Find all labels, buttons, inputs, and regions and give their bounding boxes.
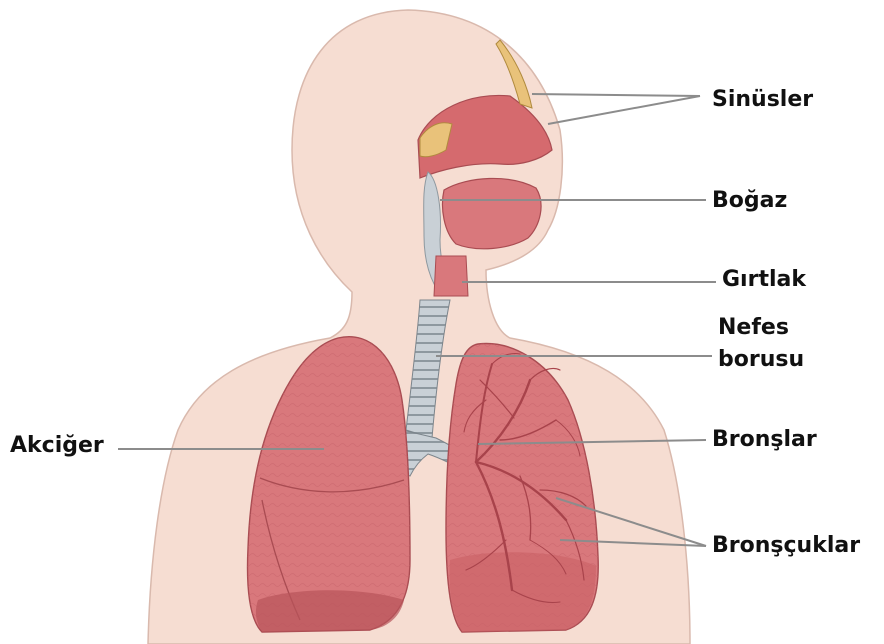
leader-line-sinusler-2	[548, 96, 700, 124]
label-sinusler: Sinüsler	[712, 84, 813, 116]
label-bronscuklar: Bronşçuklar	[712, 530, 860, 562]
label-girtlak: Gırtlak	[722, 264, 806, 296]
leader-line-sinusler-1	[532, 94, 700, 96]
larynx	[434, 256, 468, 296]
label-bronslar: Bronşlar	[712, 424, 817, 456]
lung-left-base	[256, 590, 404, 632]
mouth-tongue	[443, 178, 542, 248]
label-nefes-borusu: Nefes borusu	[718, 312, 858, 376]
label-akciger: Akciğer	[10, 430, 104, 462]
label-bogaz: Boğaz	[712, 185, 787, 217]
lung-right-base	[450, 552, 597, 632]
